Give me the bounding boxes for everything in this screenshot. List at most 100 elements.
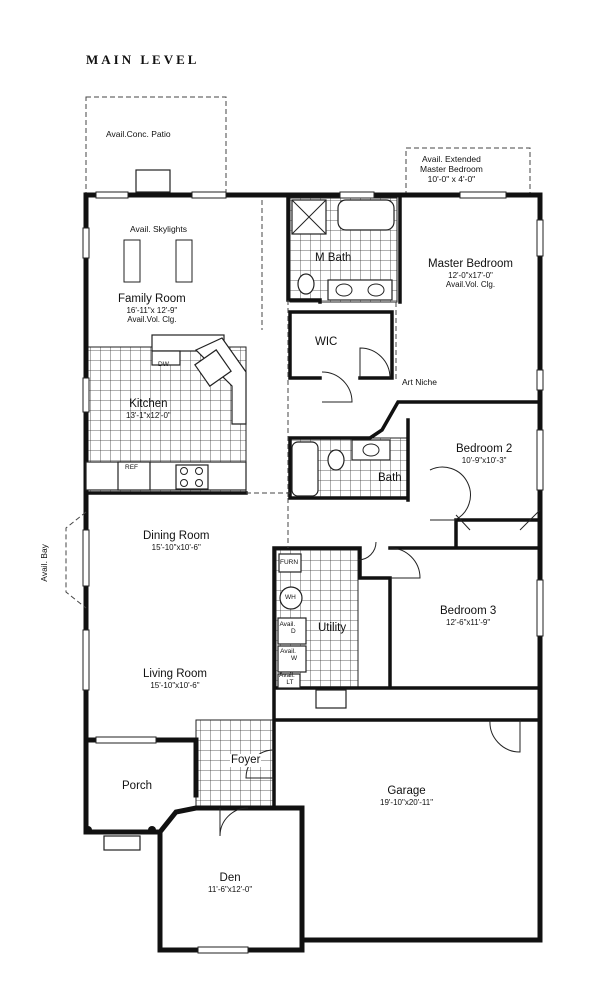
bath-label: Bath — [378, 472, 402, 484]
fireplace — [135, 169, 171, 193]
room-name: Master Bedroom — [428, 258, 514, 270]
room-dims: 15'-10"x10'-6" — [150, 681, 200, 691]
extended-note-line: 10'-0" x 4'-0" — [427, 173, 476, 184]
family-room-label: Family Room 16'-11"x 12'-9" Avail.Vol. C… — [118, 293, 186, 325]
fixture-text: D — [291, 628, 296, 636]
burner — [195, 467, 203, 475]
bedroom-2-label: Bedroom 2 10'-9"x10'-3" — [456, 443, 512, 465]
utility-label: Utility — [318, 622, 347, 634]
door-swing — [489, 719, 521, 753]
burner — [180, 467, 188, 475]
skylight — [175, 239, 193, 283]
bedroom-3-label: Bedroom 3 12'-6"x11'-9" — [440, 605, 496, 627]
garage-label: Garage 19'-10"x20'-11" — [380, 785, 433, 807]
opening-line — [246, 200, 397, 548]
window — [82, 227, 90, 259]
burner — [195, 479, 203, 487]
window — [536, 579, 544, 637]
bay-outline — [65, 511, 87, 609]
kitchen-counter-left — [85, 461, 247, 491]
plan-title: MAIN LEVEL — [86, 52, 200, 67]
extended-note-line: Master Bedroom — [420, 163, 483, 174]
room-dims: 19'-10"x20'-11" — [380, 798, 434, 808]
dishwasher — [151, 350, 181, 366]
window — [459, 191, 507, 199]
room-dims: 15'-10"x10'-6" — [151, 543, 201, 553]
door-swing — [357, 541, 377, 561]
window — [197, 946, 249, 954]
water-heater-label: WH — [285, 594, 296, 601]
room-dims: 12'-6"x11'-9" — [446, 618, 491, 628]
water-heater — [279, 586, 303, 610]
window — [82, 629, 90, 691]
burner — [180, 479, 188, 487]
room-dims: 10'-9"x10'-3" — [461, 456, 507, 466]
skylight — [123, 239, 141, 283]
vanity-sink — [335, 283, 353, 297]
window — [191, 191, 227, 199]
door-swing — [219, 807, 249, 837]
door-swing — [429, 466, 471, 521]
window — [536, 219, 544, 257]
master-bath-label: M Bath — [315, 252, 352, 264]
kitchen-label: Kitchen 13'-1"x12'-0" — [126, 398, 171, 420]
window — [82, 529, 90, 587]
room-name: Dining Room — [143, 530, 210, 542]
dryer-space — [277, 617, 307, 645]
furnace-label: FURN — [280, 559, 299, 566]
room-name: Living Room — [143, 668, 207, 680]
foyer-label: Foyer — [230, 754, 262, 768]
dining-room-label: Dining Room 15'-10"x10'-6" — [143, 530, 209, 552]
room-dims: 13'-1"x12'-0" — [126, 411, 171, 421]
room-dims: 11'-6"x12'-0" — [208, 885, 253, 895]
art-niche-note: Art Niche — [402, 377, 437, 387]
vanity — [327, 279, 393, 301]
bath-tub — [291, 441, 319, 497]
door-swing — [519, 509, 541, 531]
bay-note: Avail. Bay — [38, 544, 49, 582]
room-name: Den — [219, 872, 241, 884]
den-label: Den 11'-6"x12'-0" — [208, 872, 252, 894]
avail-laundry-tub-label: Avail. LT — [279, 672, 295, 687]
laundry-tub — [277, 673, 301, 689]
room-note: Avail.Vol. Clg. — [445, 280, 496, 290]
room-dims: 16'-11"x 12'-9" — [126, 306, 178, 316]
avail-dryer-label: Avail. D — [279, 621, 296, 636]
fixture-text: W — [291, 655, 298, 663]
door-swing — [389, 547, 421, 579]
fixture-text: Avail. — [280, 648, 296, 655]
extended-master-note: Avail. Extended Master Bedroom 10'-0" x … — [420, 154, 483, 184]
room-note: Avail.Vol. Clg. — [127, 315, 177, 325]
room-name: Garage — [387, 785, 426, 797]
patio-note: Avail.Conc. Patio — [106, 129, 171, 139]
furnace — [278, 553, 302, 573]
bath-toilet — [327, 449, 345, 471]
wic-label: WIC — [315, 336, 338, 348]
window — [536, 369, 544, 391]
porch-label: Porch — [122, 780, 153, 792]
toilet — [297, 273, 315, 295]
door-swing — [455, 514, 471, 531]
window — [95, 736, 157, 744]
window — [536, 429, 544, 491]
porch-column — [148, 826, 156, 834]
bath-sink — [362, 443, 380, 457]
window — [339, 191, 375, 199]
utility-steps — [315, 689, 347, 709]
shower-x — [291, 199, 327, 235]
dishwasher-label: DW — [158, 361, 169, 368]
fixture-text: Avail. — [279, 672, 295, 679]
extended-note-line: Avail. Extended — [421, 154, 481, 164]
refrigerator-label: REF — [125, 464, 138, 472]
door-swing — [359, 347, 391, 379]
fixture-text: LT — [286, 679, 294, 687]
window — [82, 377, 90, 413]
room-name: Kitchen — [129, 398, 168, 410]
door-swing — [321, 371, 353, 403]
avail-washer-label: Avail. W — [279, 648, 297, 663]
kitchen-sink — [194, 349, 232, 387]
interior-walls — [84, 193, 542, 810]
bathtub — [337, 199, 395, 231]
fixture-text: Avail. — [279, 621, 296, 628]
room-name: Bedroom 3 — [440, 605, 497, 617]
